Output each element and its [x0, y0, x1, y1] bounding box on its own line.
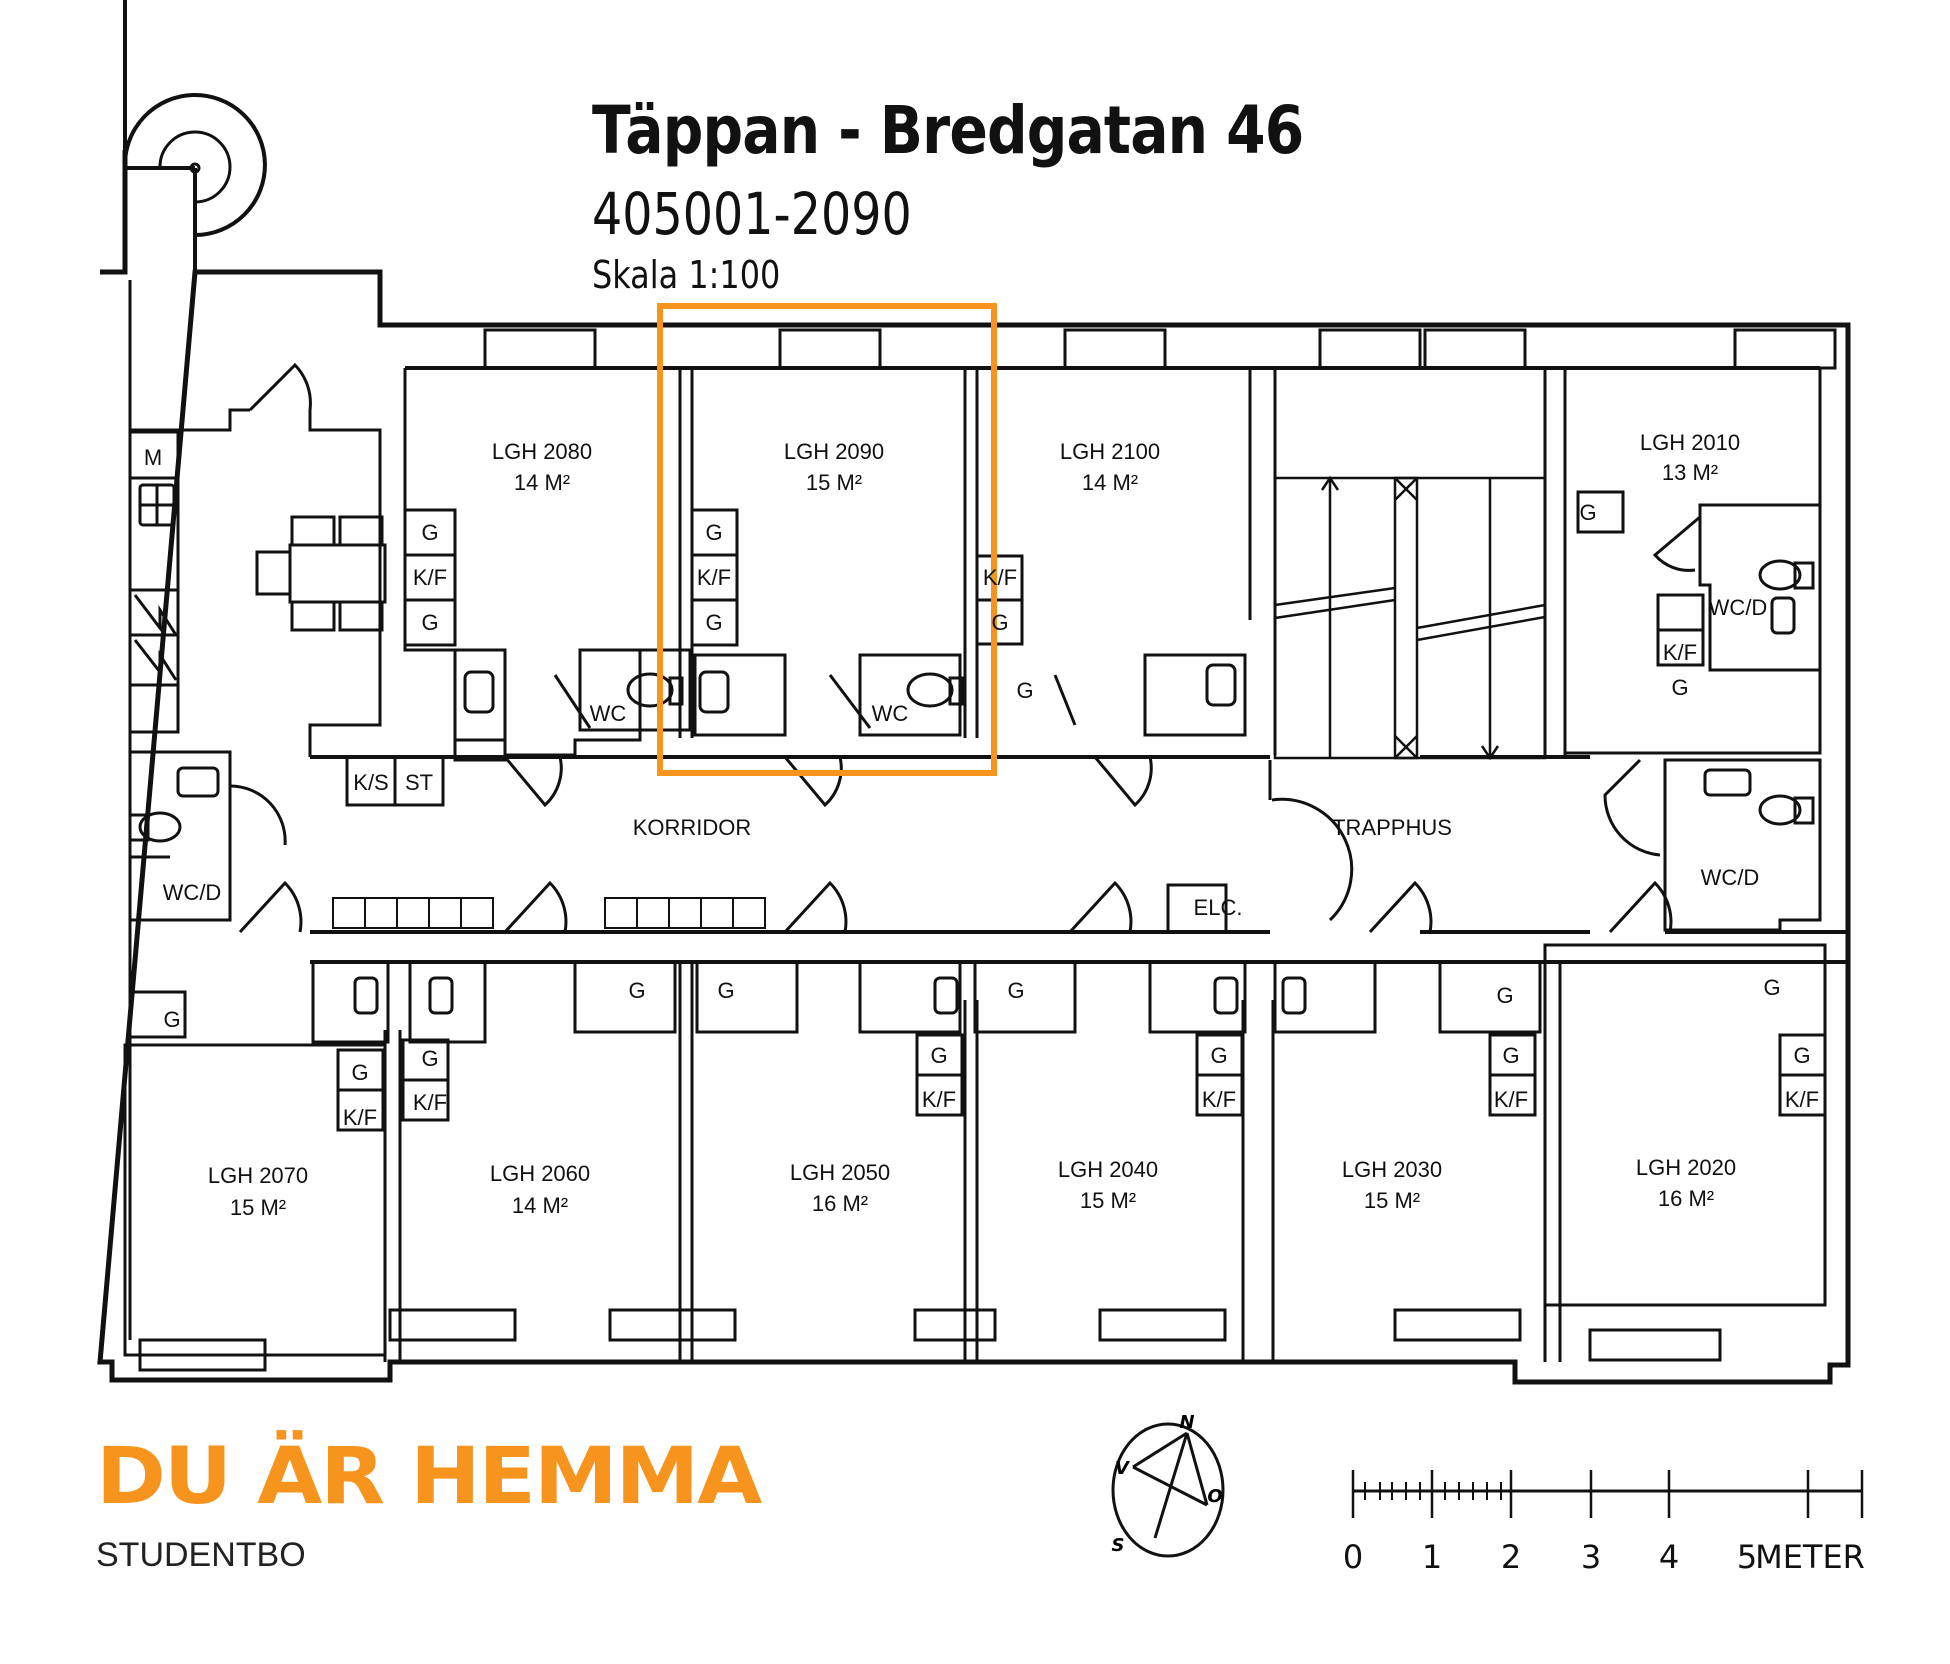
fixture-kf: K/F: [697, 565, 731, 590]
scale-tick-label: 2: [1501, 1538, 1521, 1576]
elc-label: ELC.: [1194, 895, 1243, 920]
m-label: M: [144, 445, 162, 470]
fixture-g: G: [1502, 1043, 1519, 1068]
lower-apartments: [123, 760, 1848, 1362]
fixture-kf: K/F: [983, 565, 1017, 590]
scale-tick-label: 4: [1659, 1538, 1679, 1576]
scale-tick-label: 3: [1581, 1538, 1601, 1576]
apartment-label: LGH 2090: [784, 439, 884, 464]
apartment-label: LGH 2070: [208, 1163, 308, 1188]
korridor-label: KORRIDOR: [633, 815, 752, 840]
apartment-area: 14 M²: [1082, 470, 1138, 495]
object-number: 405001-2090: [592, 180, 912, 248]
fixture-g: G: [1007, 978, 1024, 1003]
fixture-kf: K/F: [1785, 1087, 1819, 1112]
fixture-g: G: [991, 610, 1008, 635]
compass-east: O: [1207, 1486, 1222, 1507]
lgh-2010-block: [1563, 366, 1822, 932]
apartment-area: 15 M²: [1364, 1188, 1420, 1213]
fixture-kf: K/F: [413, 565, 447, 590]
wcd-label: WC/D: [1709, 595, 1768, 620]
apartment-label: LGH 2020: [1636, 1155, 1736, 1180]
wc-label: WC: [590, 701, 627, 726]
apartment-area: 15 M²: [230, 1195, 286, 1220]
apartment-label: LGH 2010: [1640, 430, 1740, 455]
ks-label: K/S: [353, 770, 388, 795]
upper-kitchen-units: [403, 508, 1024, 647]
apartment-label: LGH 2050: [790, 1160, 890, 1185]
fixture-g: G: [1671, 675, 1688, 700]
fixture-kf: K/F: [413, 1090, 447, 1115]
scale-bar: [1351, 1470, 1864, 1518]
compass-north: N: [1179, 1412, 1194, 1433]
fixture-kf: K/F: [1494, 1087, 1528, 1112]
apartment-area: 16 M²: [812, 1191, 868, 1216]
apartment-label: LGH 2030: [1342, 1157, 1442, 1182]
fixture-g: G: [705, 520, 722, 545]
wcd-label: WC/D: [163, 880, 222, 905]
fixture-g: G: [717, 978, 734, 1003]
fixture-g: G: [421, 1046, 438, 1071]
compass-south: S: [1112, 1535, 1125, 1556]
apartment-area: 15 M²: [806, 470, 862, 495]
apartment-label: LGH 2080: [492, 439, 592, 464]
page-title: Täppan - Bredgatan 46: [592, 92, 1304, 169]
fixture-g: G: [421, 610, 438, 635]
apartment-label: LGH 2100: [1060, 439, 1160, 464]
fixture-g: G: [628, 978, 645, 1003]
fixture-g: G: [1210, 1043, 1227, 1068]
wc-label: WC: [872, 701, 909, 726]
compass-icon: N V O S: [1111, 1412, 1225, 1558]
brand-subtitle: STUDENTBO: [96, 1536, 306, 1574]
scale-tick-label: 1: [1422, 1538, 1442, 1576]
bottom-windows: [138, 1308, 1722, 1372]
staircase: [1273, 475, 1547, 761]
apartment-area: 13 M²: [1662, 460, 1718, 485]
top-windows: [405, 328, 1837, 370]
trapphus-label: TRAPPHUS: [1332, 815, 1452, 840]
apartment-area: 14 M²: [514, 470, 570, 495]
wcd-label: WC/D: [1701, 865, 1760, 890]
highlight-frame: [657, 303, 997, 776]
common-room: [128, 362, 445, 922]
apartment-label: LGH 2060: [490, 1161, 590, 1186]
fixture-g: G: [1793, 1043, 1810, 1068]
fixture-kf: K/F: [343, 1105, 377, 1130]
fixture-g: G: [1496, 983, 1513, 1008]
apartment-area: 16 M²: [1658, 1186, 1714, 1211]
fixture-g: G: [1579, 500, 1596, 525]
fixture-kf: K/F: [922, 1087, 956, 1112]
brand-logo: DU ÄR HEMMA: [96, 1432, 762, 1522]
fixture-kf: K/F: [1663, 640, 1697, 665]
scale-label: Skala 1:100: [592, 253, 781, 297]
fixture-g: G: [930, 1043, 947, 1068]
fixture-g: G: [1763, 975, 1780, 1000]
compass-west: V: [1115, 1458, 1131, 1479]
fixture-g: G: [163, 1007, 180, 1032]
spiral-stair: [122, 0, 267, 272]
fixture-g: G: [1016, 678, 1033, 703]
scale-tick-label: 5: [1737, 1538, 1757, 1576]
scale-tick-label: 0: [1343, 1538, 1363, 1576]
scale-unit-label: METER: [1755, 1538, 1865, 1576]
fixture-g: G: [421, 520, 438, 545]
outer-wall: [97, 150, 1851, 1385]
apartment-label: LGH 2040: [1058, 1157, 1158, 1182]
fixture-g: G: [705, 610, 722, 635]
fixture-kf: K/F: [1202, 1087, 1236, 1112]
apartment-area: 15 M²: [1080, 1188, 1136, 1213]
st-label: ST: [405, 770, 433, 795]
fixture-g: G: [351, 1060, 368, 1085]
apartment-area: 14 M²: [512, 1193, 568, 1218]
